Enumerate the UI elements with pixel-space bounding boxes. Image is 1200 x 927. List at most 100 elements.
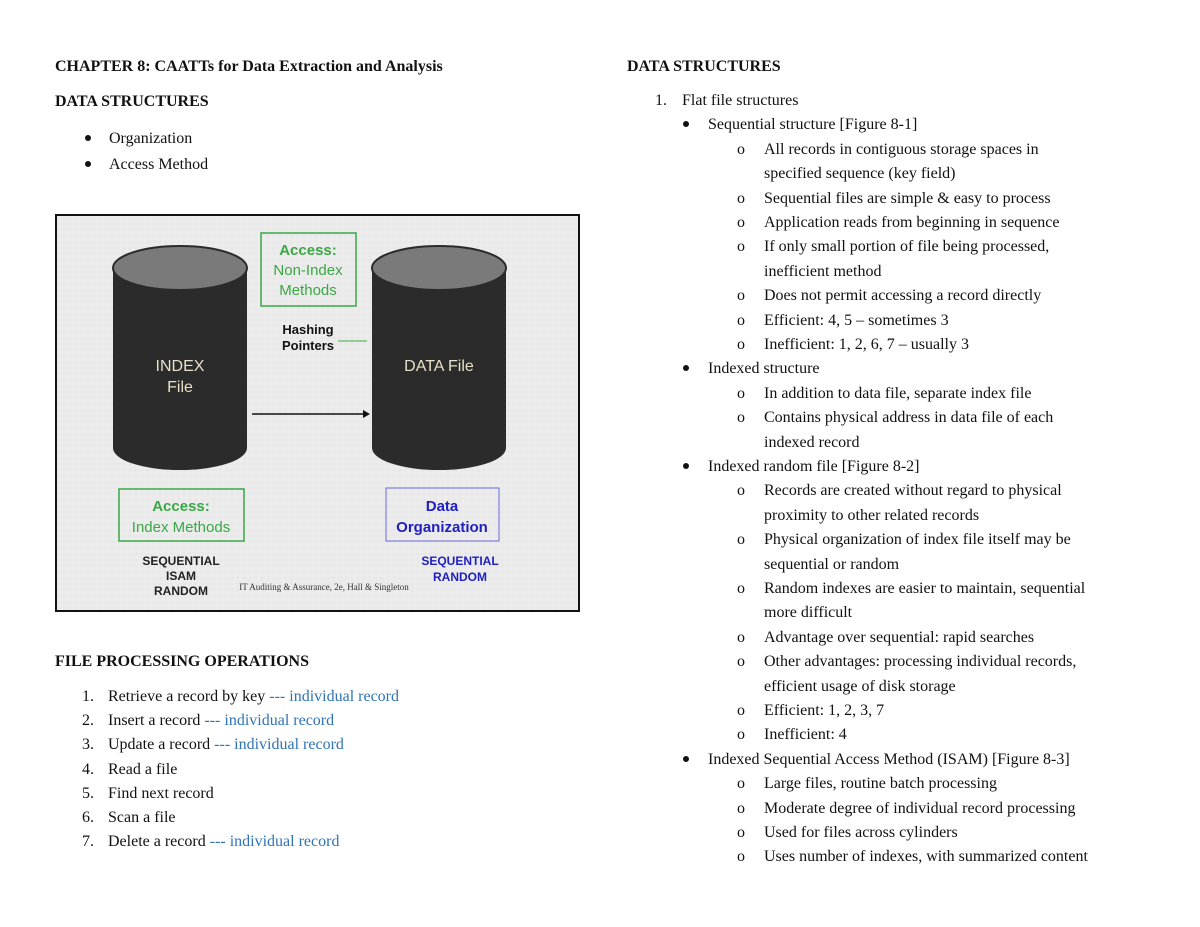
hashing-label: Hashing <box>282 322 333 337</box>
item-note: --- individual record <box>269 688 399 705</box>
figure-credit: IT Auditing & Assurance, 2e, Hall & Sing… <box>239 582 409 592</box>
index-file-label: INDEX <box>156 358 205 375</box>
outline-item: Indexed random file [Figure 8-2] <box>683 457 919 477</box>
method-label: SEQUENTIAL <box>142 554 219 568</box>
item-number: 1. <box>655 92 667 109</box>
item-text: inefficient method <box>764 262 882 280</box>
bullet-icon <box>85 134 91 141</box>
item-text: Does not permit accessing a record direc… <box>764 287 1042 305</box>
item-text: Find next record <box>108 784 214 802</box>
item-text: Indexed random file [Figure 8-2] <box>708 458 920 475</box>
item-note: --- individual record <box>209 833 340 851</box>
circle-bullet-icon: o <box>737 140 745 158</box>
circle-bullet-icon: o <box>737 799 745 817</box>
circle-bullet-icon: o <box>737 336 745 353</box>
item-number: 2. <box>82 712 94 730</box>
item-text: Sequential structure [Figure 8-1] <box>708 116 918 134</box>
bullet-icon <box>683 462 689 469</box>
access-label: Index Methods <box>132 519 230 536</box>
figure-data-structures: INDEX File DATA File Access: Non-Index M… <box>55 214 580 612</box>
access-label: Access: <box>152 498 210 515</box>
outline-item: specified sequence (key field) <box>764 164 955 184</box>
item-text: Flat file structures <box>682 92 799 109</box>
data-file-cylinder: DATA File <box>371 245 507 470</box>
outline-item: o All records in contiguous storage space… <box>737 140 1039 160</box>
circle-bullet-icon: o <box>737 775 745 793</box>
item-text: specified sequence (key field) <box>764 165 956 183</box>
data-organization-box <box>385 487 500 542</box>
item-text: Update a record <box>108 736 211 754</box>
circle-bullet-icon: o <box>737 628 745 646</box>
bullet-text: Access Method <box>109 156 209 173</box>
outline-item: o Moderate degree of individual record pr… <box>737 799 1075 819</box>
item-text: All records in contiguous storage spaces… <box>764 140 1039 158</box>
item-text: Inefficient: 1, 2, 6, 7 – usually 3 <box>764 336 969 353</box>
method-label: SEQUENTIAL <box>421 554 498 568</box>
index-file-label: File <box>167 379 193 396</box>
outline-item: indexed record <box>764 433 860 453</box>
item-text: efficient usage of disk storage <box>764 677 956 695</box>
outline-item: proximity to other related records <box>764 506 979 526</box>
bullet-text: Organization <box>109 130 193 147</box>
bullet-icon <box>683 121 689 128</box>
operation-item: 2.Insert a record --- individual record <box>82 711 334 731</box>
circle-bullet-icon: o <box>737 531 745 549</box>
item-text: Read a file <box>108 760 178 778</box>
item-text: Uses number of indexes, with summarized … <box>764 848 1088 866</box>
operation-item: 7.Delete a record --- individual record <box>82 832 339 852</box>
item-text: proximity to other related records <box>764 506 980 524</box>
right-section-title: DATA STRUCTURES <box>627 58 781 75</box>
item-text: sequential or random <box>764 555 900 573</box>
operation-item: 3.Update a record --- individual record <box>82 735 344 755</box>
access-non-index-box <box>260 232 357 307</box>
outline-item: o Contains physical address in data file … <box>737 408 1053 428</box>
circle-bullet-icon: o <box>737 580 745 597</box>
item-number: 6. <box>82 809 94 826</box>
item-text: indexed record <box>764 433 860 451</box>
item-text: Retrieve a record by key <box>108 688 266 705</box>
data-file-label: DATA File <box>404 358 474 375</box>
outline-item: sequential or random <box>764 555 899 575</box>
item-text: Random indexes are easier to maintain, s… <box>764 580 1086 597</box>
circle-bullet-icon: o <box>737 726 745 744</box>
bullet-icon <box>683 365 689 372</box>
circle-bullet-icon: o <box>737 824 745 841</box>
item-text: Scan a file <box>108 809 176 826</box>
item-text: Efficient: 4, 5 – sometimes 3 <box>764 311 949 329</box>
item-text: Application reads from beginning in sequ… <box>764 214 1060 231</box>
access-index-box <box>118 488 245 542</box>
item-number: 4. <box>82 760 94 778</box>
item-text: Records are created without regard to ph… <box>764 482 1062 500</box>
circle-bullet-icon: o <box>737 848 745 866</box>
item-text: Insert a record <box>108 712 201 730</box>
data-org-label: Data <box>426 498 459 515</box>
outline-item: o Inefficient: 4 <box>737 725 847 745</box>
item-text: Inefficient: 4 <box>764 726 847 744</box>
hashing-label: Pointers <box>282 338 334 353</box>
circle-bullet-icon: o <box>737 409 745 427</box>
bullet-icon <box>683 755 689 762</box>
outline-item: o Physical organization of index file its… <box>737 530 1071 550</box>
outline-item: more difficult <box>764 603 852 623</box>
data-org-label: Organization <box>396 519 488 536</box>
outline-item: o Random indexes are easier to maintain, … <box>737 579 1085 599</box>
list-item: Organization <box>85 129 192 149</box>
circle-bullet-icon: o <box>737 214 745 231</box>
operation-item: 1.Retrieve a record by key --- individua… <box>82 687 399 707</box>
index-file-cylinder: INDEX File <box>112 245 248 470</box>
outline-item: Sequential structure [Figure 8-1] <box>683 115 917 135</box>
item-text: Moderate degree of individual record pro… <box>764 799 1076 817</box>
item-text: Physical organization of index file itse… <box>764 531 1071 549</box>
outline-item: Indexed Sequential Access Method (ISAM) … <box>683 750 1070 770</box>
circle-bullet-icon: o <box>737 702 745 719</box>
item-text: Contains physical address in data file o… <box>764 409 1054 427</box>
list-item: Access Method <box>85 155 208 175</box>
item-text: Indexed structure <box>708 360 820 378</box>
item-number: 3. <box>82 736 94 754</box>
